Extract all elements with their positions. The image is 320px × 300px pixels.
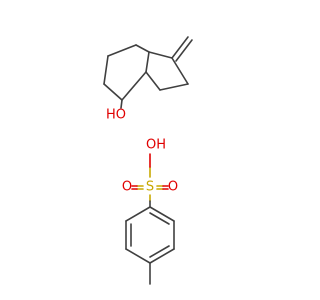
toluenesulfonic-acid: OH O S O (122, 138, 178, 285)
bond (103, 83, 123, 101)
acid-hydroxyl-label: OH (146, 138, 166, 153)
bond (145, 51, 150, 73)
bond (145, 71, 161, 91)
bond (107, 44, 137, 57)
bond (148, 51, 173, 59)
bond (159, 83, 189, 91)
double-bond (171, 36, 189, 59)
bond (125, 248, 151, 264)
bond (171, 57, 189, 85)
bond (135, 44, 150, 53)
double-bond (175, 39, 193, 62)
sulfonyl-oxygen-left-label: O (122, 180, 132, 195)
hydroxyl-label: HO (106, 108, 126, 123)
bond (121, 71, 147, 101)
aromatic-bond (149, 245, 170, 258)
bond (125, 206, 151, 222)
structure-diagram: HO OH O S O (103, 36, 193, 285)
sulfur-label: S (146, 180, 154, 195)
aromatic-bond (149, 212, 170, 225)
bicyclic-alcohol: HO (103, 36, 193, 123)
bond (149, 248, 175, 264)
sulfonyl-oxygen-right-label: O (168, 180, 178, 195)
bond (120, 99, 123, 109)
bond (103, 55, 109, 85)
bond (149, 206, 175, 222)
